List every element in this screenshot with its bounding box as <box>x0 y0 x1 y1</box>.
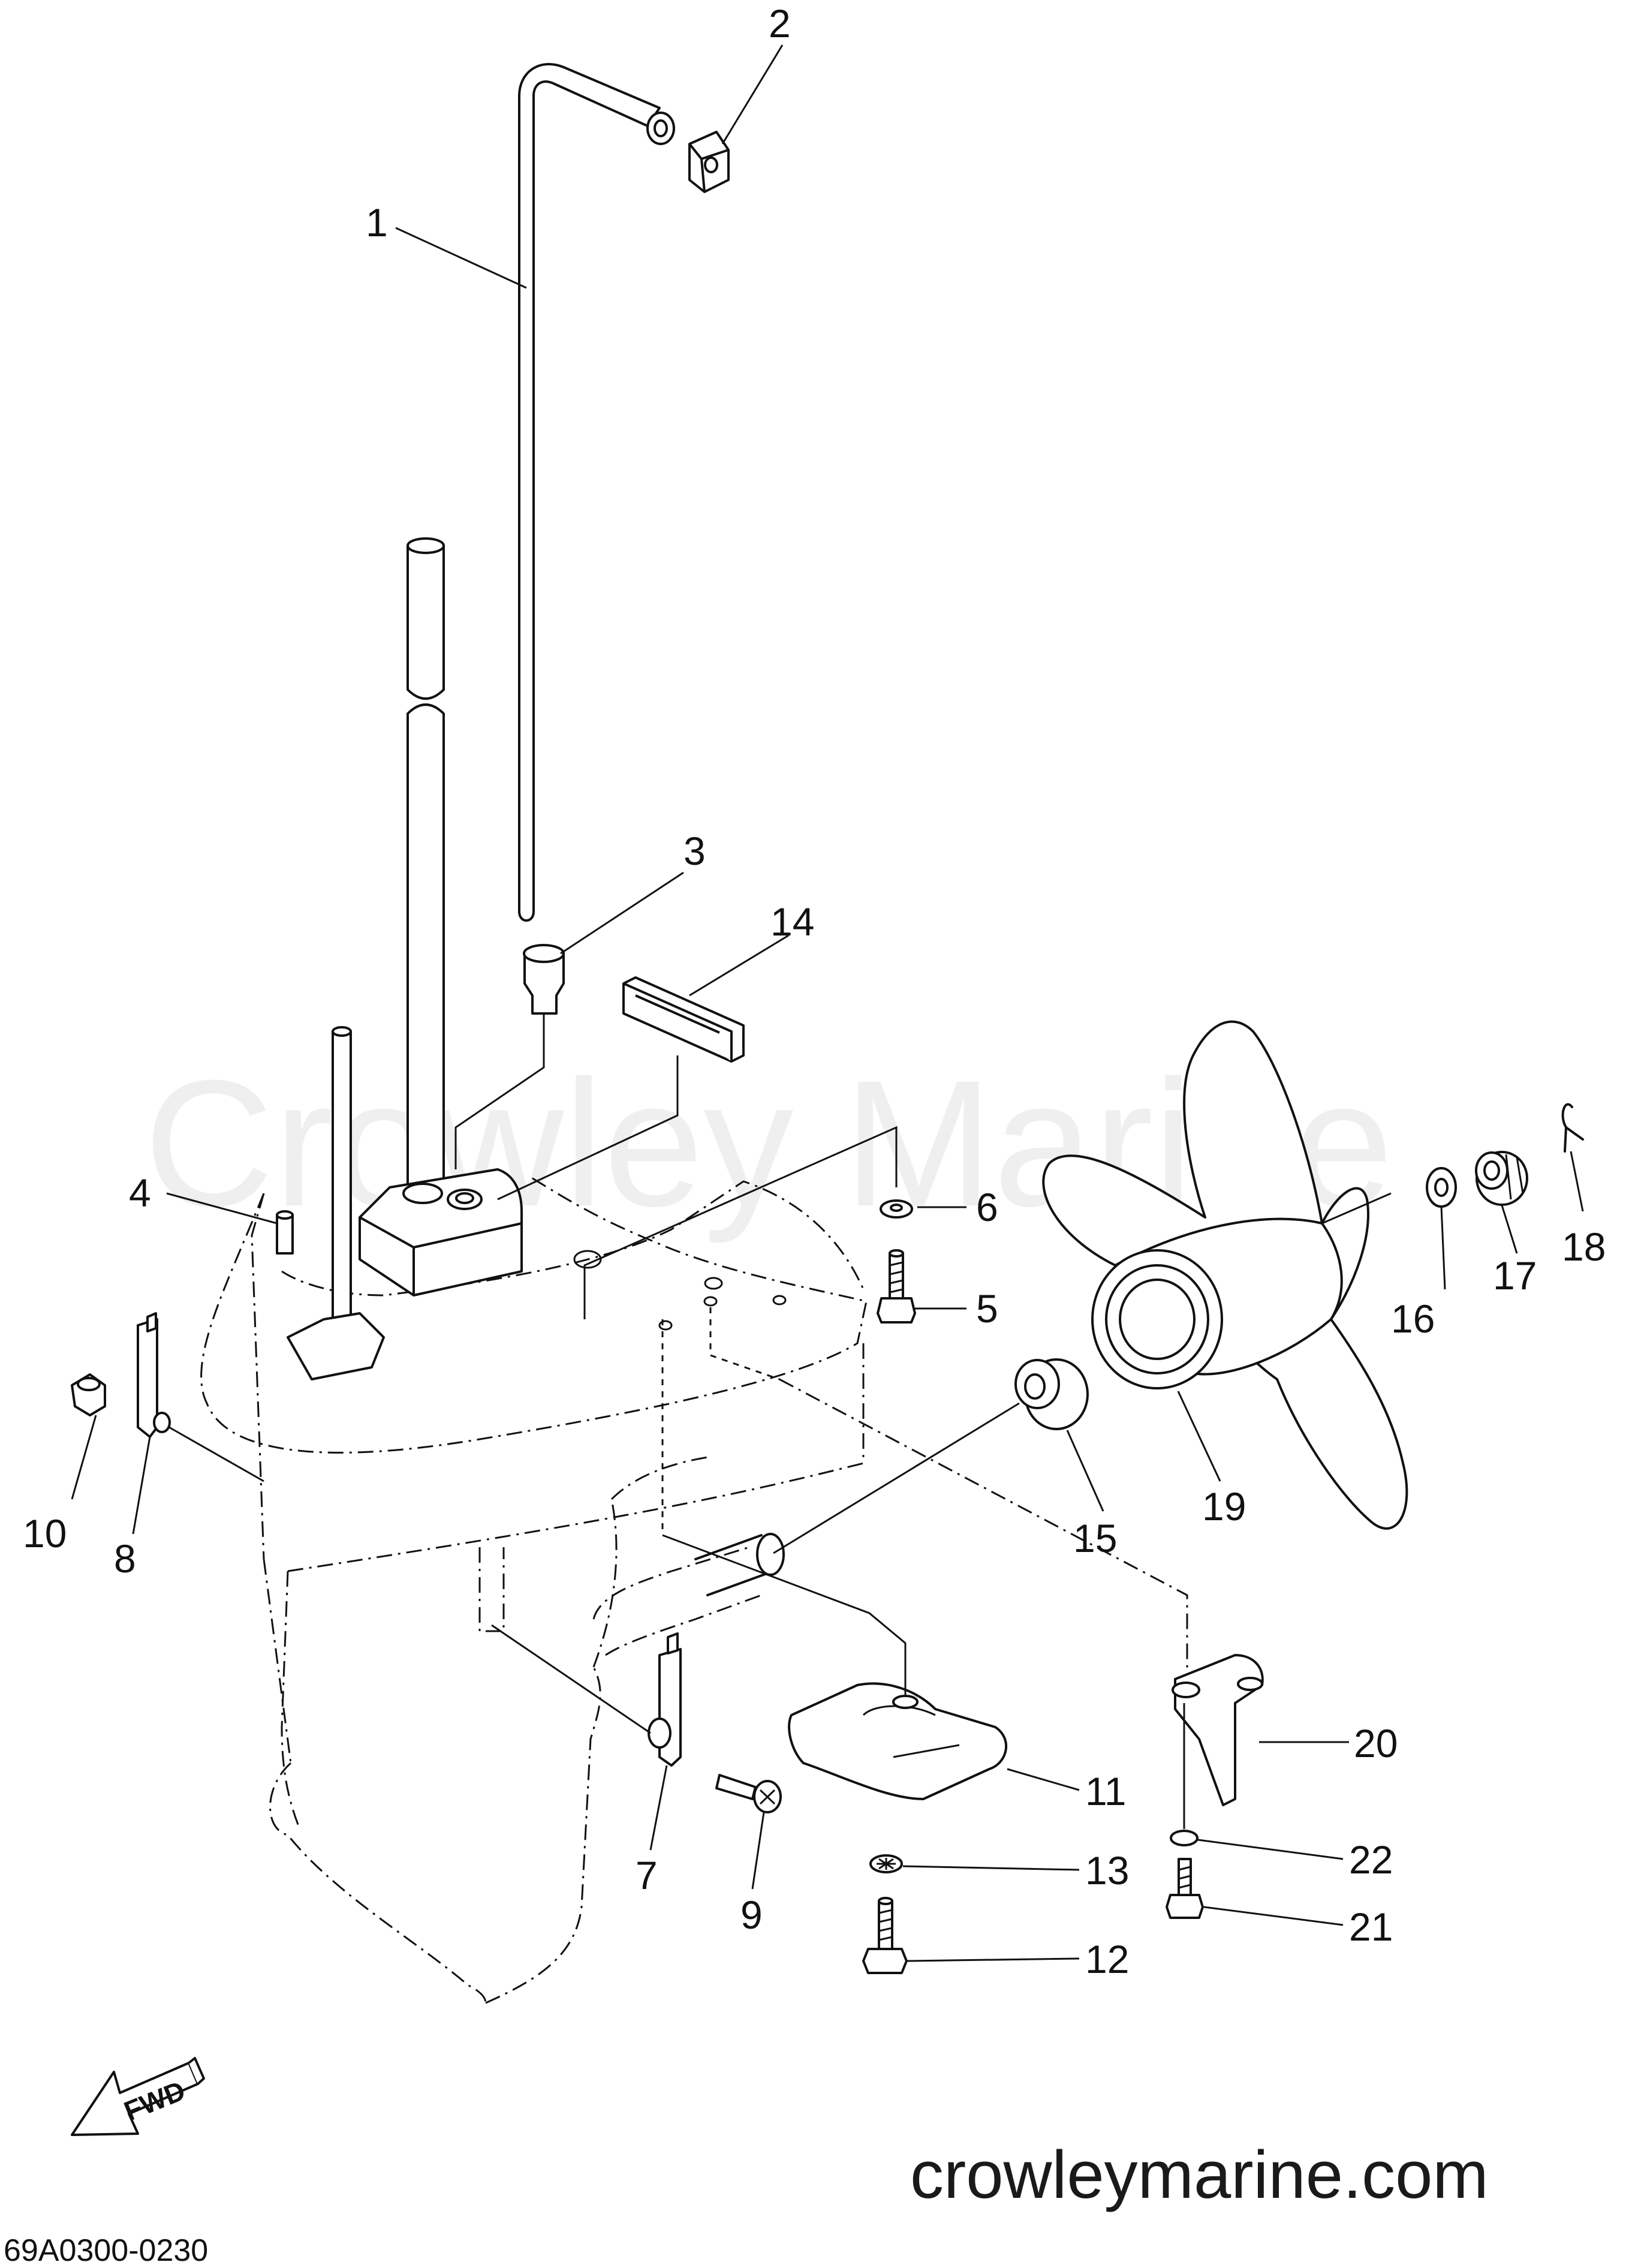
seal <box>523 944 565 1015</box>
thrust-bushing <box>1014 1358 1089 1430</box>
callout-10: 10 <box>23 1511 67 1556</box>
callout-22: 22 <box>1349 1837 1393 1882</box>
castle-nut <box>1475 1151 1528 1206</box>
drive-shaft <box>406 537 445 1201</box>
callout-5: 5 <box>976 1286 998 1331</box>
anode-plate-7 <box>648 1632 682 1767</box>
callout-7: 7 <box>636 1853 658 1897</box>
water-pipe <box>518 63 675 922</box>
screw-9 <box>715 1774 782 1813</box>
callout-6: 6 <box>976 1185 998 1229</box>
leader-lines <box>71 44 1584 1962</box>
shift-rod <box>332 1026 352 1321</box>
trim-tab <box>1172 1654 1264 1806</box>
seal-strip <box>622 976 745 1063</box>
callout-12: 12 <box>1085 1937 1129 1981</box>
callout-17: 17 <box>1493 1253 1537 1298</box>
bolt-12 <box>862 1897 908 1974</box>
callout-2: 2 <box>769 1 791 46</box>
nut-10 <box>71 1373 106 1416</box>
cotter-pin <box>1561 1103 1584 1153</box>
callout-4: 4 <box>129 1171 151 1215</box>
assembly-lines <box>168 1013 1188 1829</box>
washer-6 <box>880 1199 913 1219</box>
callouts: 2 1 3 14 4 6 5 16 17 18 10 8 15 19 20 11… <box>23 1 1606 1981</box>
callout-11: 11 <box>1085 1769 1127 1813</box>
callout-15: 15 <box>1073 1516 1117 1560</box>
lower-casing <box>200 1174 868 2004</box>
callout-1: 1 <box>366 200 388 245</box>
dowel-pin <box>276 1210 294 1255</box>
lock-washer-13 <box>869 1854 903 1873</box>
anode-plate-8 <box>137 1312 171 1438</box>
callout-8: 8 <box>114 1536 136 1581</box>
callout-13: 13 <box>1085 1848 1129 1893</box>
bolt-5 <box>877 1249 916 1323</box>
callout-14: 14 <box>770 900 814 944</box>
bolt-21 <box>1166 1858 1204 1919</box>
website-text: crowleymarine.com <box>910 2137 1489 2212</box>
callout-18: 18 <box>1562 1225 1606 1269</box>
anode-11 <box>788 1682 1007 1800</box>
housing-block <box>287 1168 523 1380</box>
callout-21: 21 <box>1349 1905 1393 1949</box>
grommet <box>688 131 730 193</box>
callout-3: 3 <box>683 829 706 873</box>
callout-16: 16 <box>1391 1297 1435 1341</box>
diagram-code: 69A0300-0230 <box>4 2233 208 2268</box>
callout-20: 20 <box>1354 1721 1398 1765</box>
fwd-arrow: FWD <box>71 2057 205 2136</box>
callout-19: 19 <box>1202 1484 1246 1529</box>
washer-22 <box>1170 1830 1199 1846</box>
callout-9: 9 <box>740 1893 763 1937</box>
washer-16 <box>1426 1167 1457 1208</box>
propeller <box>1042 1020 1408 1530</box>
